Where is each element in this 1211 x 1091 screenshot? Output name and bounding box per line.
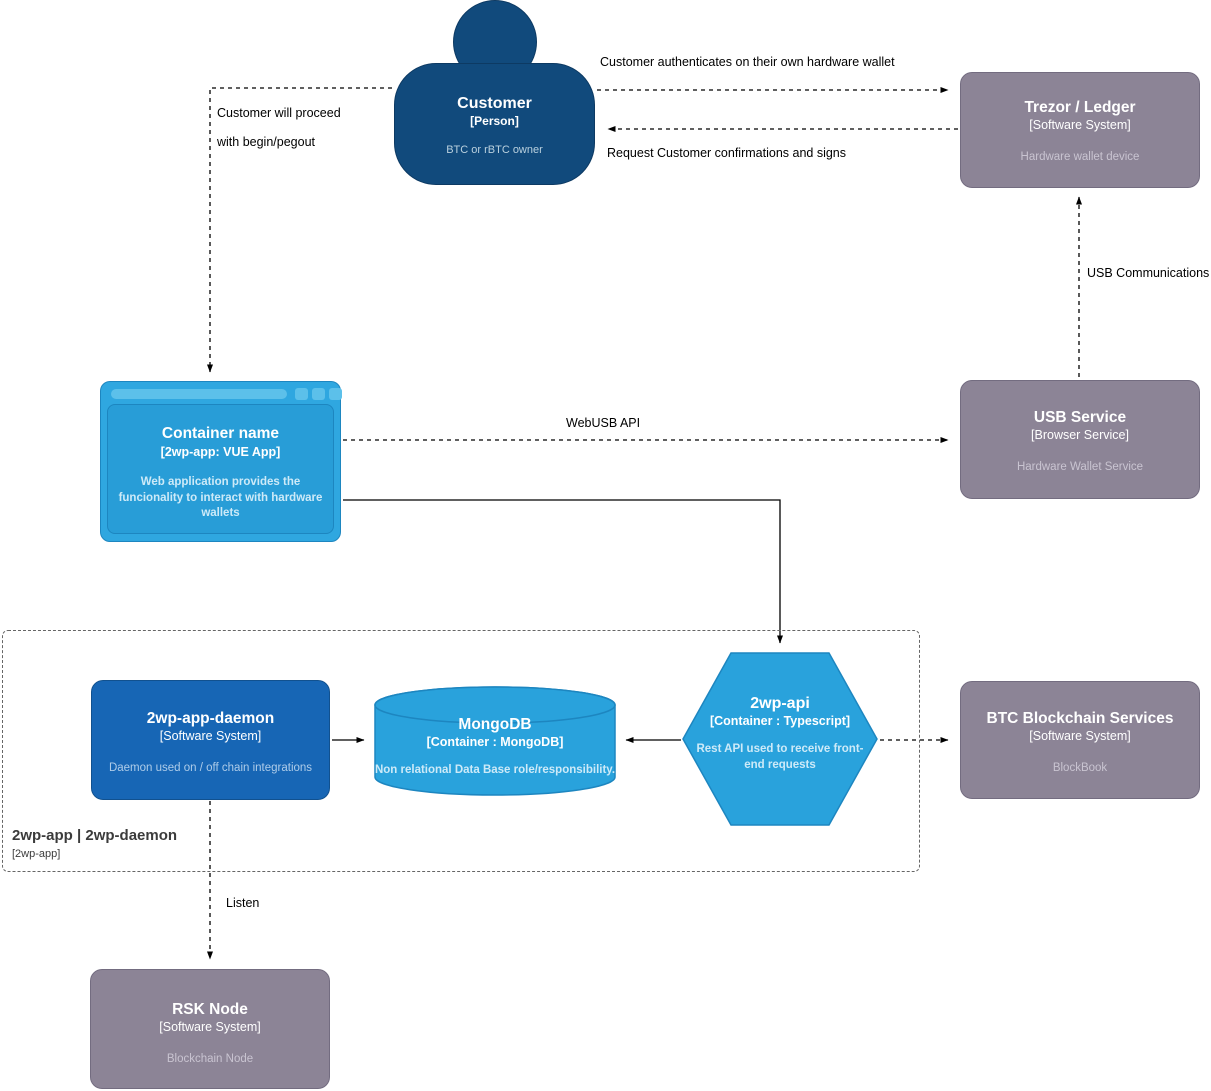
edge-label-authenticate: Customer authenticates on their own hard…	[600, 55, 895, 69]
node-subtitle: [Container : MongoDB]	[426, 735, 564, 749]
node-title: Trezor / Ledger	[1024, 99, 1136, 116]
node-title: Container name	[161, 425, 280, 442]
btc-blockchain-node[interactable]: BTC Blockchain Services [Software System…	[960, 681, 1200, 799]
browser-button	[295, 388, 308, 400]
edge-label-listen: Listen	[226, 896, 260, 910]
node-title: RSK Node	[172, 1001, 248, 1018]
node-description: BTC or rBTC owner	[446, 143, 543, 156]
browser-chrome	[101, 382, 342, 404]
cylinder-shape	[374, 686, 616, 796]
edge-label-webusb: WebUSB API	[566, 416, 641, 430]
browser-panel: Container name [2wp-app: VUE App] Web ap…	[107, 404, 334, 534]
container-vue-app-node[interactable]: Container name [2wp-app: VUE App] Web ap…	[100, 381, 342, 542]
node-title: USB Service	[1033, 409, 1127, 426]
node-description: Web application provides the funcionalit…	[118, 476, 323, 520]
edge-label-proceed-1: Customer will proceed	[217, 106, 341, 120]
node-subtitle: [Software System]	[159, 729, 262, 744]
node-title: Customer	[457, 95, 532, 112]
edge-container-api	[343, 499, 783, 644]
node-description: Blockchain Node	[166, 1052, 254, 1065]
boundary-2wp-app[interactable]	[2, 630, 920, 872]
node-title: 2wp-app-daemon	[146, 710, 275, 727]
node-subtitle: [Container : Typescript]	[709, 714, 851, 728]
boundary-title: 2wp-app | 2wp-daemon	[12, 827, 178, 844]
node-description: BlockBook	[1052, 761, 1108, 774]
usb-service-node[interactable]: USB Service [Browser Service] Hardware W…	[960, 380, 1200, 499]
edge-label-proceed-2: with begin/pegout	[217, 135, 315, 149]
api-node[interactable]: 2wp-api [Container : Typescript] Rest AP…	[682, 652, 878, 826]
rsk-node[interactable]: RSK Node [Software System] Blockchain No…	[90, 969, 330, 1089]
node-subtitle: [2wp-app: VUE App]	[160, 445, 281, 459]
node-description: Rest API used to receive front-end reque…	[696, 743, 864, 771]
node-description: Hardware Wallet Service	[1016, 460, 1144, 473]
node-description: Daemon used on / off chain integrations	[108, 761, 313, 774]
daemon-node[interactable]: 2wp-app-daemon [Software System] Daemon …	[91, 680, 330, 800]
mongodb-node[interactable]: MongoDB [Container : MongoDB] Non relati…	[374, 686, 616, 796]
node-subtitle: [Person]	[470, 114, 519, 128]
browser-button	[312, 388, 325, 400]
node-title: 2wp-api	[750, 695, 810, 712]
node-description: Non relational Data Base role/responsibi…	[374, 764, 616, 776]
edge-label-usb-comm: USB Communications	[1087, 266, 1210, 280]
node-subtitle: [Software System]	[159, 1020, 261, 1035]
node-title: MongoDB	[458, 716, 532, 733]
edge-customer-container	[207, 87, 392, 373]
browser-address-bar	[111, 389, 287, 399]
hexagon-shape	[682, 652, 878, 826]
edge-label-request-confirm: Request Customer confirmations and signs	[607, 146, 847, 160]
node-subtitle: [Browser Service]	[1031, 428, 1129, 443]
browser-button	[329, 388, 342, 400]
node-description: Hardware wallet device	[1020, 150, 1140, 163]
customer-person-node[interactable]: Customer [Person] BTC or rBTC owner	[394, 63, 595, 185]
node-subtitle: [Software System]	[1029, 729, 1131, 744]
trezor-ledger-node[interactable]: Trezor / Ledger [Software System] Hardwa…	[960, 72, 1200, 188]
node-title: BTC Blockchain Services	[986, 710, 1174, 727]
boundary-subtitle: [2wp-app]	[12, 848, 61, 860]
node-subtitle: [Software System]	[1029, 118, 1131, 133]
